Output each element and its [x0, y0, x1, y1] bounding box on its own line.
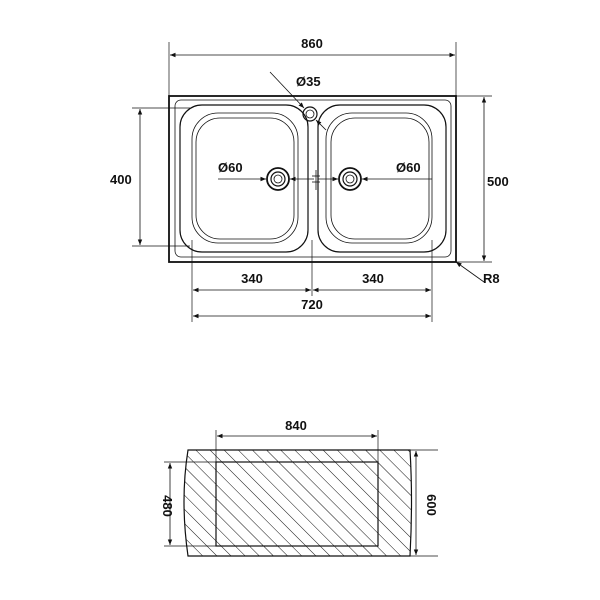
cutout-depth-left-dimension: 480: [160, 461, 216, 547]
overall-depth-label: 500: [487, 174, 509, 189]
cutout-width-dimension: 840: [215, 418, 379, 462]
overall-width-label: 860: [301, 36, 323, 51]
bowl-left-width-label: 340: [241, 271, 263, 286]
cutout-depth-right-dimension: 600: [410, 449, 439, 557]
corner-radius-label: R8: [483, 271, 500, 286]
top-view: Ø60 Ø60 Ø35 860 500: [110, 36, 509, 322]
bowl-widths-dimension: 340 340: [191, 240, 433, 322]
countertop-hatching: [184, 450, 412, 556]
overall-width-dimension: 860: [168, 36, 457, 96]
drain-right-dimension: Ø60: [318, 160, 432, 182]
cutout-view: 840 480 600: [160, 418, 439, 557]
left-drain: [266, 167, 290, 191]
corner-radius-dimension: R8: [455, 261, 500, 286]
right-drain: [338, 167, 362, 191]
cutout-opening: [215, 461, 379, 547]
right-bowl: [317, 104, 447, 253]
sink-rim: [174, 99, 452, 258]
cutout-depth-right-label: 600: [424, 494, 439, 516]
cutout-width-label: 840: [285, 418, 307, 433]
drain-left-dimension: Ø60: [218, 160, 314, 182]
tap-hole-label: Ø35: [296, 74, 321, 89]
center-mark: [312, 170, 320, 190]
bowls-total-width-dimension: 720: [193, 297, 431, 319]
overall-depth-dimension: 500: [456, 95, 509, 263]
bowl-right-width-label: 340: [362, 271, 384, 286]
cutout-depth-left-label: 480: [160, 495, 175, 517]
bowls-total-width-label: 720: [301, 297, 323, 312]
bowl-depth-dimension: 400: [110, 107, 190, 247]
drain-left-label: Ø60: [218, 160, 243, 175]
tap-hole-dimension: Ø35: [269, 71, 327, 131]
tap-hole: [302, 106, 318, 122]
bowl-depth-label: 400: [110, 172, 132, 187]
drain-right-label: Ø60: [396, 160, 421, 175]
sink-outline: [168, 95, 457, 263]
